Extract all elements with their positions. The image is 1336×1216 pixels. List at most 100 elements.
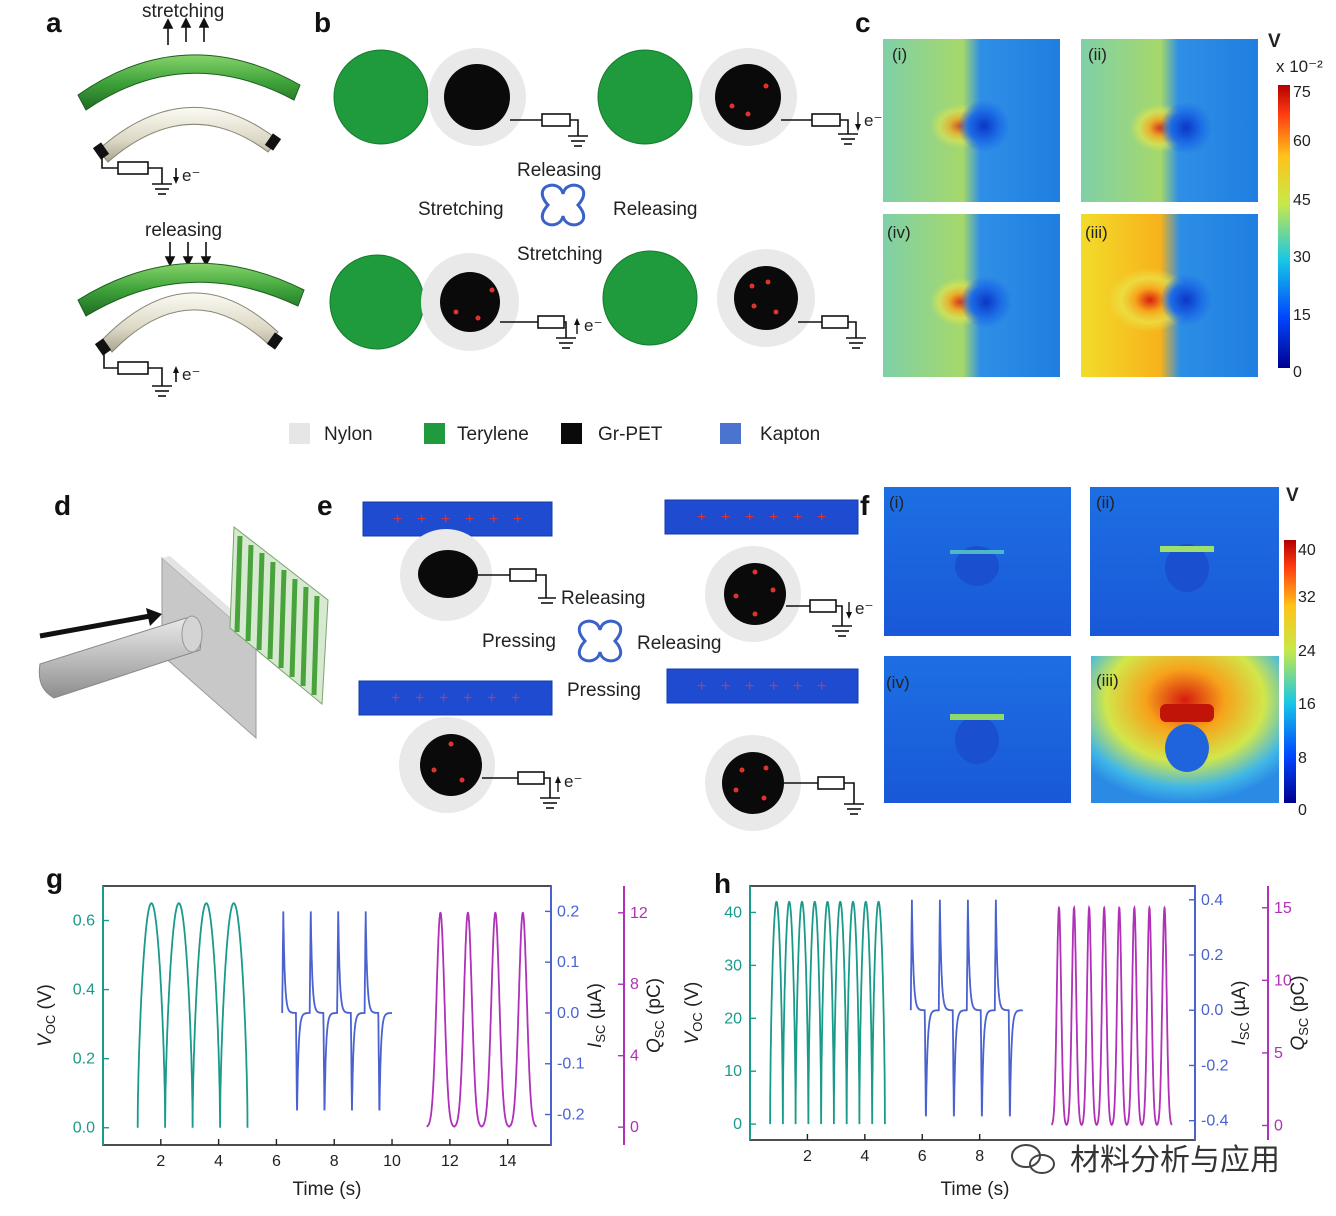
x-tick-label: 6	[272, 1153, 281, 1170]
x-tick-label: 8	[330, 1153, 339, 1170]
y-tick-label-isc: -0.4	[1201, 1113, 1229, 1130]
panel-label-f: f	[860, 490, 870, 521]
f-label-iii: (iii)	[1096, 671, 1119, 690]
f-label-iv: (iv)	[886, 673, 910, 692]
svg-text:+: +	[439, 690, 448, 707]
y-tick-label-voc: 0.6	[73, 913, 95, 930]
legend-kapton: Kapton	[760, 424, 820, 445]
svg-text:+: +	[511, 690, 520, 707]
up-arrows	[162, 17, 210, 45]
f-map-i: (i)	[884, 487, 1071, 636]
y-axis-title-qsc: QSC (pC)	[644, 978, 667, 1053]
wechat-logo	[1011, 1144, 1055, 1174]
x-tick-label: 4	[214, 1153, 223, 1170]
f-colorbar-unit: V	[1286, 485, 1299, 506]
pressing-left-label: Pressing	[482, 631, 556, 652]
panel-label-a: a	[46, 7, 62, 38]
c-tick-15: 15	[1293, 307, 1311, 324]
circuit-a-bottom	[103, 352, 177, 397]
materials-legend: Nylon Terylene Gr-PET Kapton	[289, 423, 820, 445]
svg-text:+: +	[441, 511, 450, 528]
b-cycle-arrows: Releasing Stretching Releasing Stretchin…	[418, 160, 698, 265]
yarn-array-stripes	[234, 535, 320, 696]
y-tick-label-isc: 0.0	[1201, 1002, 1223, 1019]
svg-text:+: +	[465, 511, 474, 528]
electron-label-b1: e⁻	[864, 111, 882, 130]
circuit-a-top	[101, 155, 177, 195]
electron-label-b2: e⁻	[584, 316, 602, 335]
releasing-right-label-e: Releasing	[637, 633, 722, 654]
svg-text:+: +	[793, 678, 802, 695]
panel-label-c: c	[855, 7, 871, 38]
panel-label-b: b	[314, 7, 331, 38]
watermark-text: 材料分析与应用	[1070, 1143, 1280, 1178]
panel-label-d: d	[54, 490, 71, 521]
panel-b-schematic: e⁻ Releasing Stretching Releasing Stretc…	[329, 48, 882, 351]
panel-f-potential-maps: (i) (ii) (iv) (iii) V 40 32 24	[884, 485, 1316, 819]
series-line-qsc	[1050, 904, 1173, 1127]
f-map-iii: (iii)	[1091, 656, 1279, 803]
e-state-1: ++++++	[362, 501, 556, 621]
y-tick-label-qsc: 4	[630, 1048, 639, 1065]
y-axis-title-isc: ISC (µA)	[1229, 981, 1252, 1046]
x-axis-title: Time (s)	[941, 1179, 1010, 1200]
watermark: 材料分析与应用	[1011, 1143, 1280, 1178]
f-tick-0: 0	[1298, 802, 1307, 819]
releasing-top-label: Releasing	[517, 160, 602, 181]
svg-text:+: +	[393, 511, 402, 528]
b-state-3: e⁻	[329, 253, 602, 351]
green-terylene-yarn-bottom	[77, 262, 305, 317]
c-colorbar-scale: x 10⁻²	[1276, 57, 1323, 76]
e-state-2: ++++++ e⁻	[664, 499, 873, 642]
f-label-i: (i)	[889, 493, 904, 512]
x-tick-label: 4	[860, 1148, 869, 1165]
pressing-bottom-label: Pressing	[567, 680, 641, 701]
electron-label-a1: e⁻	[182, 166, 200, 185]
releasing-label: releasing	[145, 220, 222, 241]
legend-swatch-kapton	[720, 423, 741, 444]
y-tick-label-isc: 0.1	[557, 954, 579, 971]
x-tick-label: 8	[975, 1148, 984, 1165]
y-tick-label-isc: -0.2	[1201, 1057, 1229, 1074]
series-line-voc	[769, 901, 886, 1125]
y-tick-label-qsc: 5	[1274, 1045, 1283, 1062]
f-map-iv: (iv)	[884, 656, 1071, 803]
svg-text:+: +	[513, 511, 522, 528]
b-state-1	[333, 48, 588, 147]
svg-text:+: +	[817, 678, 826, 695]
c-tick-30: 30	[1293, 249, 1311, 266]
y-tick-label-qsc: 8	[630, 976, 639, 993]
legend-swatch-nylon	[289, 423, 310, 444]
x-axis-title: Time (s)	[293, 1179, 362, 1200]
legend-nylon: Nylon	[324, 424, 373, 445]
legend-terylene: Terylene	[457, 424, 529, 445]
svg-text:+: +	[415, 690, 424, 707]
panel-e-schematic: + + + + + + ++++++ e⁻ Releasing Pressing	[358, 499, 873, 831]
x-tick-label: 2	[156, 1153, 165, 1170]
y-tick-label-qsc: 12	[630, 905, 648, 922]
y-tick-label-isc: -0.1	[557, 1056, 585, 1073]
c-label-ii: (ii)	[1088, 45, 1107, 64]
legend-swatch-gr-pet	[561, 423, 582, 444]
f-label-ii: (ii)	[1096, 493, 1115, 512]
c-label-iv: (iv)	[887, 223, 911, 242]
y-tick-label-voc: 30	[724, 957, 742, 974]
c-map-ii: (ii)	[1081, 39, 1258, 202]
x-tick-label: 6	[918, 1148, 927, 1165]
y-tick-label-isc: -0.2	[557, 1107, 585, 1124]
c-map-iv: (iv)	[883, 214, 1060, 377]
f-tick-16: 16	[1298, 696, 1316, 713]
y-tick-label-qsc: 15	[1274, 900, 1292, 917]
svg-text:+: +	[697, 678, 706, 695]
x-tick-label: 10	[383, 1153, 401, 1170]
svg-text:+: +	[721, 678, 730, 695]
b-state-2: e⁻	[597, 48, 882, 146]
f-tick-24: 24	[1298, 643, 1316, 660]
series-line-isc	[281, 911, 392, 1111]
f-colorbar: V 40 32 24 16 8 0	[1284, 485, 1316, 819]
c-colorbar: V x 10⁻² 75 60 45 30 15 0	[1268, 31, 1323, 381]
stretching-bottom-label: Stretching	[517, 244, 603, 265]
